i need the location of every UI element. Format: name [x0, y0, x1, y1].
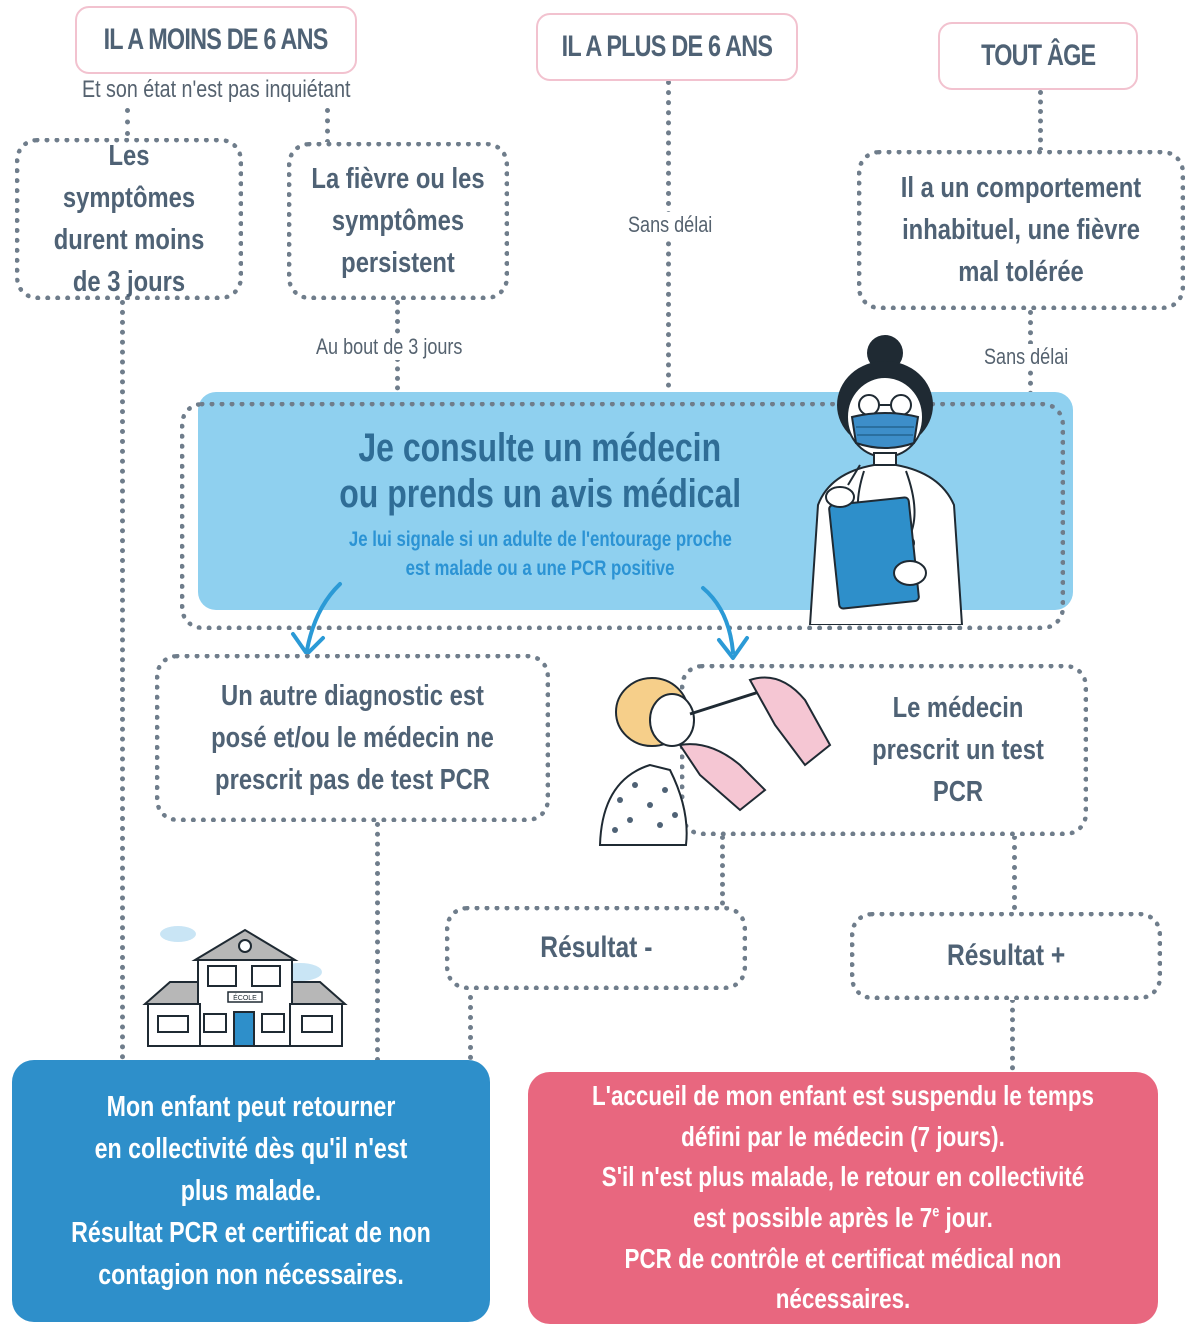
- under6-condition-label: Et son état n'est pas inquiétant: [82, 76, 351, 103]
- header-over-6: IL A PLUS DE 6 ANS: [536, 13, 798, 81]
- school-sign-text: ÉCOLE: [233, 993, 257, 1002]
- connector-positive-to-suspended: [1010, 998, 1015, 1080]
- connector-pcr-to-positive: [1012, 835, 1017, 920]
- box-short-symptoms: Les symptômes durent moins de 3 jours: [15, 138, 243, 300]
- connector-anyage-to-unusual: [1038, 90, 1043, 152]
- header-over-6-text: IL A PLUS DE 6 ANS: [561, 30, 773, 63]
- arrow-right-icon: [701, 586, 749, 660]
- outcome-suspended: L'accueil de mon enfant est suspendu le …: [528, 1072, 1158, 1324]
- outcome-return-allowed: Mon enfant peut retourner en collectivit…: [12, 1060, 490, 1322]
- header-any-age-text: TOUT ÂGE: [980, 39, 1096, 72]
- label-no-delay-over6: Sans délai: [628, 212, 731, 238]
- pcr-swab-illustration: [598, 676, 832, 846]
- school-illustration: ÉCOLE: [142, 926, 348, 1047]
- header-under-6: IL A MOINS DE 6 ANS: [75, 6, 357, 74]
- consult-sub-2: est malade ou a une PCR positive: [405, 557, 675, 581]
- box-persistent-symptoms: La fièvre ou les symptômes persistent: [287, 142, 509, 300]
- box-unusual-behaviour: Il a un comportement inhabituel, une fiè…: [857, 150, 1185, 310]
- box-result-positive: Résultat +: [850, 912, 1162, 1000]
- label-no-delay-anyage: Sans délai: [984, 344, 1087, 370]
- connector-short-to-return: [120, 300, 125, 1060]
- consult-title-1: Je consulte un médecin: [358, 426, 722, 470]
- consult-text: Je consulte un médecin ou prends un avis…: [250, 425, 830, 584]
- connector-negative-to-return: [468, 985, 473, 1070]
- connector-pcr-to-negative: [720, 835, 725, 915]
- connector-over6-to-consult: [666, 80, 671, 398]
- doctor-illustration: [808, 335, 964, 625]
- box-other-diagnosis: Un autre diagnostic est posé et/ou le mé…: [155, 654, 550, 822]
- box-pcr-prescribed: Le médecin prescrit un test PCR: [680, 664, 1088, 836]
- consult-title-2: ou prends un avis médical: [339, 472, 741, 516]
- connector-other-diagnosis-to-return: [375, 822, 380, 1072]
- header-under-6-text: IL A MOINS DE 6 ANS: [104, 23, 329, 56]
- connector-condition-to-persistent: [325, 108, 330, 144]
- connector-under6-to-condition: [125, 108, 130, 136]
- box-result-negative: Résultat -: [445, 906, 747, 990]
- arrow-left-icon: [291, 582, 342, 656]
- consult-sub-1: Je lui signale si un adulte de l'entoura…: [348, 528, 732, 551]
- header-any-age: TOUT ÂGE: [938, 22, 1138, 90]
- consult-panel-border: [180, 402, 1065, 630]
- label-after-3-days: Au bout de 3 jours: [316, 334, 495, 360]
